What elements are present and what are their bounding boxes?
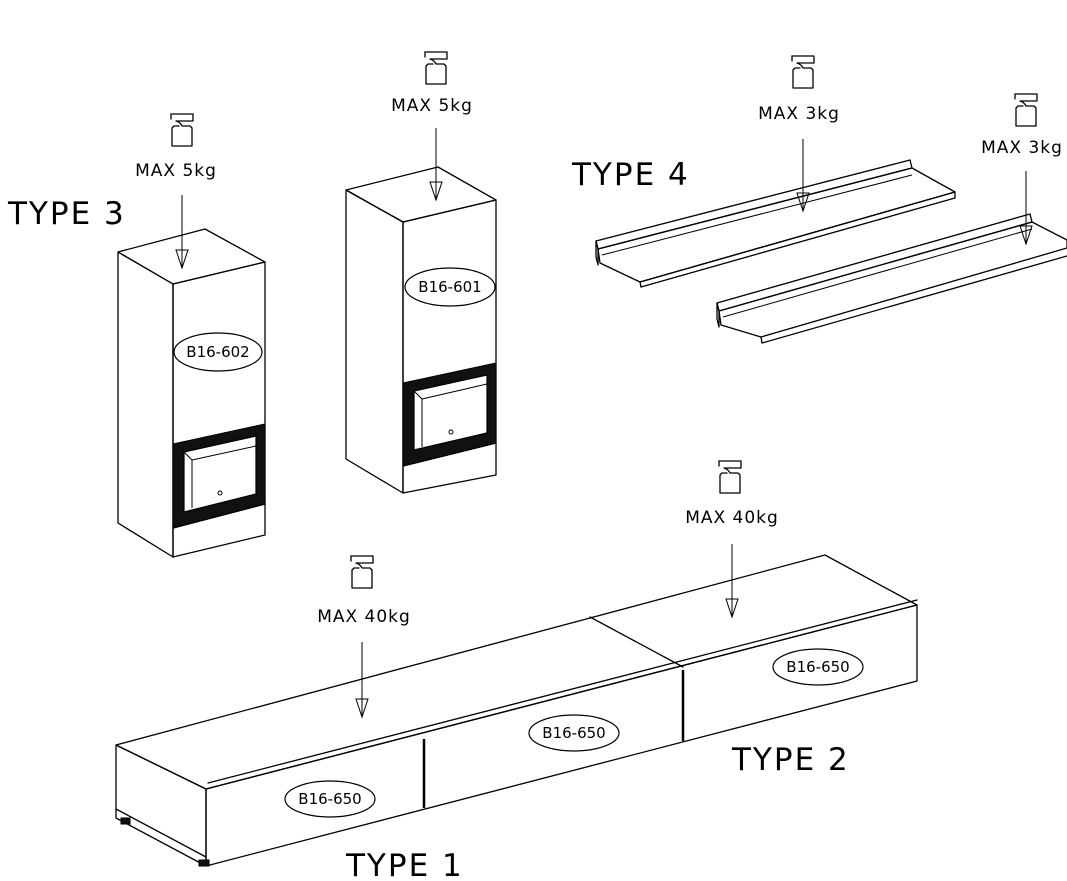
tv-bench [115,554,918,867]
weight-icon [170,113,194,147]
part-code-bench-left: B16-650 [284,780,376,818]
load-arrow-icon [175,195,189,270]
part-code-cab602: B16-602 [173,332,263,372]
weight-icon [350,555,374,589]
load-arrow-icon [355,642,369,719]
load-indicator-shelf-b: MAX 3kg [981,93,1063,246]
load-label: MAX 5kg [135,161,217,181]
load-label: MAX 40kg [317,607,411,627]
type-4-label: TYPE 4 [571,157,690,193]
cabinet-b16-601 [345,166,497,494]
part-code-bench-mid: B16-650 [528,714,620,752]
load-indicator-bench-right: MAX 40kg [685,460,779,619]
cabinet-b16-602 [117,228,266,558]
load-label: MAX 3kg [758,104,840,124]
load-label: MAX 5kg [391,96,473,116]
load-arrow-icon [429,128,443,202]
load-indicator-bench-left: MAX 40kg [317,555,411,719]
weight-icon [1014,93,1038,127]
part-code-label: B16-650 [542,724,605,742]
weight-icon [424,51,448,85]
load-arrow-icon [1019,171,1033,246]
part-code-label: B16-650 [786,658,849,676]
wall-shelf-lower [716,213,1067,344]
load-label: MAX 40kg [685,508,779,528]
load-arrow-icon [725,544,739,619]
part-code-label: B16-601 [418,278,481,296]
load-indicator-cab601: MAX 5kg [391,51,473,202]
part-code-cab601: B16-601 [404,267,496,307]
part-code-label: B16-602 [186,343,249,361]
weight-icon [791,55,815,89]
load-indicator-shelf-a: MAX 3kg [758,55,840,213]
type-1-label: TYPE 1 [345,848,464,881]
weight-icon [718,460,742,494]
wall-shelf-upper [595,159,956,288]
load-indicator-cab602: MAX 5kg [135,113,217,270]
type-2-label: TYPE 2 [731,742,850,778]
load-arrow-icon [796,139,810,213]
part-code-bench-right: B16-650 [772,648,864,686]
type-3-label: TYPE 3 [7,196,126,232]
part-code-label: B16-650 [298,790,361,808]
load-label: MAX 3kg [981,138,1063,158]
